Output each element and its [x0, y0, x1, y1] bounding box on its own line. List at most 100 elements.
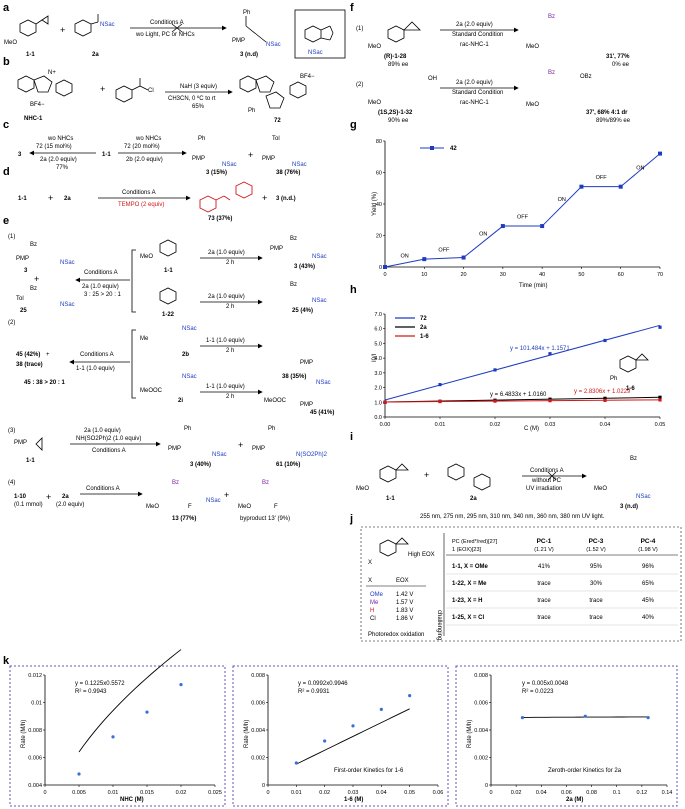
k3-plot-x-tick-label: 0.12 [636, 790, 647, 796]
f2-ee: 90% ee [388, 118, 409, 124]
e1-meo: MeO [140, 254, 153, 260]
f2-sm: (1S,2S)-1-32 [378, 110, 413, 116]
chart-k3-r2: R² = 0.0223 [522, 689, 554, 695]
e1-eq: 2a (1.0 equiv) [82, 284, 119, 290]
scheme-a: MeO 1-1 + NSac 2a Conditions A wo Light,… [4, 9, 346, 59]
f2-prod-meo: MeO [526, 102, 539, 108]
k1-plot-x-tick-label: 0.005 [72, 790, 86, 796]
e2-nsac-2b: NSac [182, 326, 197, 332]
j-challenging: challenging [436, 610, 442, 640]
chart-k2-eq: y = 0.0992x0.9946 [298, 681, 348, 687]
k2-plot-point [294, 761, 298, 765]
b-n-plus: N+ [48, 70, 56, 76]
k2-plot-point [323, 739, 327, 743]
chart-k3-title: Zeroth-order Kinetics for 2a [548, 768, 622, 774]
k1-plot-x-tick-label: 0.025 [208, 790, 222, 796]
k3-plot-point [583, 714, 587, 718]
e2-label-2b: 2b [182, 352, 189, 358]
e4-bz: Bz [172, 480, 179, 486]
a-ph: Ph [243, 10, 250, 16]
e1-sm-1-22: 1-22 [162, 312, 175, 318]
panel-label-h: h [350, 284, 357, 296]
d-tempo: TEMPO (2 equiv) [118, 202, 164, 208]
c-nsac-1: NSac [222, 162, 237, 168]
j-cell: trace [537, 598, 551, 604]
chart-g-y-tick-label: 80 [376, 139, 382, 145]
j-header: PC-1 [537, 538, 552, 545]
e1-label-25: 25 [20, 308, 27, 314]
e1-top-pmp: PMP [270, 246, 283, 252]
chart-h-point [658, 398, 662, 402]
e1-top-cond: 2a (1.0 equiv) [208, 250, 245, 256]
e2-bot-time: 2 h [226, 394, 234, 400]
e4-bz-2: Bz [262, 480, 269, 486]
k1-plot-y-tick-label: 0.006 [28, 756, 42, 762]
k1-plot-y-tick-label: 0.012 [28, 673, 42, 679]
e4-sm: 1-10 [14, 494, 27, 500]
j-x-value: Me [370, 600, 379, 606]
e2-me: Me [140, 336, 149, 342]
chart-g-x-tick-label: 30 [500, 272, 506, 278]
chart-h-x-tick-label: 0.01 [435, 422, 446, 428]
chart-h-fit-line [384, 399, 661, 403]
k2-plot-point [379, 707, 383, 711]
e4-cond: Conditions A [86, 486, 120, 492]
j-eox-value: 1.86 V [396, 616, 413, 622]
panel-label-d: d [3, 166, 10, 178]
k1-plot-x-tick-label: 0.02 [176, 790, 187, 796]
chart-k1-xlabel: NHC (M) [120, 797, 144, 803]
j-photoredox: Photoredox oxidation [368, 632, 424, 638]
chart-k3-ylabel: Rate (M/h) [467, 720, 473, 748]
chart-g-x-tick-label: 40 [539, 272, 545, 278]
i-cond: Conditions A [530, 468, 564, 474]
b-plus: + [100, 84, 105, 94]
f1-prod-meo: MeO [526, 44, 539, 50]
j-cell: trace [537, 615, 551, 621]
e4-yield-13: 13 (77%) [172, 516, 196, 522]
e3-nsac: NSac [212, 452, 227, 458]
chart-h-legend-label: 1-6 [420, 334, 429, 340]
chart-g-annotation: OFF [438, 247, 450, 253]
c-tol: Tol [272, 136, 280, 142]
f2-bz: Bz [548, 70, 555, 76]
panel-label-j: j [349, 513, 353, 525]
d-plus: + [48, 193, 53, 203]
k2-plot-x-tick-label: 0.06 [433, 790, 444, 796]
f1-bz: Bz [548, 14, 555, 20]
c-pmp-2: PMP [262, 156, 275, 162]
panel-label-e: e [3, 215, 9, 227]
chart-g-point [579, 184, 584, 189]
e2-nsac-2i: NSac [182, 374, 197, 380]
k2-plot-y-tick-label: 0.002 [251, 756, 265, 762]
c-left-wo: wo NHCs [47, 136, 73, 142]
e1-top-time: 2 h [226, 260, 234, 266]
e1-bot-cond: 2a (1.0 equiv) [208, 294, 245, 300]
a-label-2a: 2a [92, 52, 99, 58]
scheme-i: MeO 1-1 + 2a Conditions A without PC UV … [356, 456, 651, 520]
f1-sm: (R)-1-28 [384, 54, 407, 60]
f2-cat: rac-NHC-1 [460, 100, 489, 106]
nsac-box-label: NSac [308, 50, 323, 56]
j-cell: 40% [642, 615, 655, 621]
e2-top-yield: 38 (35%) [282, 374, 306, 380]
e3-cond: Conditions A [92, 448, 126, 454]
i-bz: Bz [630, 456, 637, 462]
chart-h-x-tick-label: 0.05 [655, 422, 666, 428]
chart-h-y-tick-label: 0.0 [374, 415, 382, 421]
b-solvent: CH3CN, 0 ºC to rt [168, 95, 216, 102]
j-col-eox: EOX [396, 578, 409, 584]
k3-plot-x-tick-label: 0 [489, 790, 492, 796]
j-eox-value: 1.42 V [396, 592, 413, 598]
e1-bot-nsac: NSac [312, 298, 327, 304]
e2-meooc: MeOOC [140, 388, 163, 394]
j-x: X [368, 560, 372, 566]
j-col-x: X [368, 578, 372, 584]
e4-mmol: (0.1 mmol) [14, 502, 43, 508]
f2-yield: 37', 68% 4:1 dr [586, 110, 628, 116]
k1-plot-fit [78, 649, 182, 753]
chart-h-x-tick-label: 0.04 [600, 422, 611, 428]
i-sm1: 1-1 [386, 496, 395, 502]
